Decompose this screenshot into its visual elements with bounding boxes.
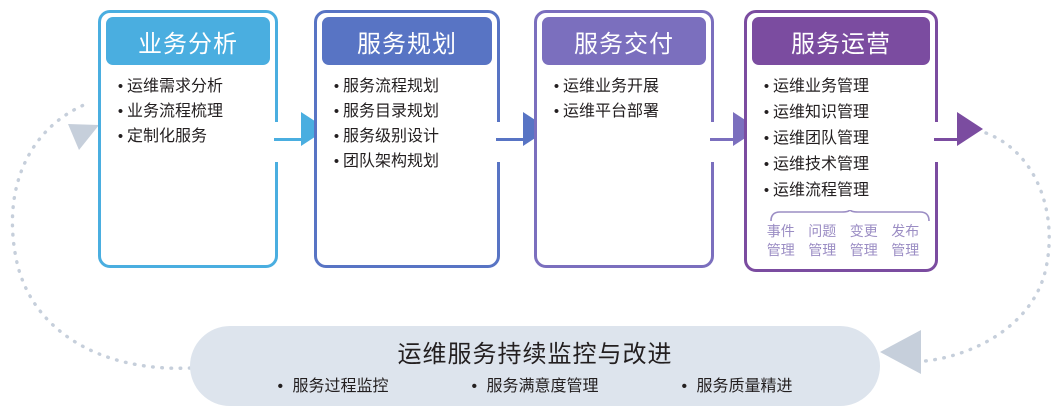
bottom-item-process-monitoring: • 服务过程监控 [277,378,389,395]
list-item: • 服务目录规划 [330,99,490,124]
bullet-icon: • [117,78,124,95]
bullet-icon: • [763,78,770,95]
list-item: • 运维需求分析 [114,74,268,99]
phase-items-service-delivery: • 运维业务开展 • 运维平台部署 [550,74,704,124]
list-item: • 定制化服务 [114,124,268,149]
list-item: • 运维技术管理 [760,152,928,178]
loop-arrow-left-bottom [880,330,921,374]
curly-brace-icon [770,210,930,222]
list-item: • 服务流程规划 [330,74,490,99]
bullet-icon: • [553,78,560,95]
phase-title-service-delivery: 服务交付 [542,17,706,65]
phase-card-service-planning[interactable]: 服务规划 • 服务流程规划 • 服务目录规划 • 服务级别设计 • 团队架构规划 [314,10,524,268]
phase-card-business-analysis[interactable]: 业务分析 • 运维需求分析 • 业务流程梳理 • 定制化服务 [98,10,302,268]
list-item: • 运维平台部署 [550,99,704,124]
bullet-icon: • [117,128,124,145]
continuous-improvement-bar[interactable]: 运维服务持续监控与改进 • 服务过程监控 • 服务满意度管理 • 服务质量精进 [190,326,880,406]
phase-title-business-analysis: 业务分析 [106,17,270,65]
sub-item-problem[interactable]: 问题管理 [808,223,837,258]
card-arrow-stub [274,138,302,141]
list-item: • 运维业务开展 [550,74,704,99]
list-item: • 运维业务管理 [760,74,928,100]
card-arrow-stub [496,138,524,141]
bullet-icon: • [117,103,124,120]
bullet-icon: • [333,153,340,170]
bottom-item-quality-improvement: • 服务质量精进 [681,378,793,395]
bullet-icon: • [277,378,284,395]
phase-title-service-planning: 服务规划 [322,17,492,65]
bullet-icon: • [553,103,560,120]
list-item: • 运维知识管理 [760,100,928,126]
list-item: • 运维流程管理 [760,178,928,204]
phase-items-business-analysis: • 运维需求分析 • 业务流程梳理 • 定制化服务 [114,74,268,149]
card-right-notch [496,122,504,162]
bullet-icon: • [763,182,770,199]
bullet-icon: • [333,103,340,120]
bottom-bar-title: 运维服务持续监控与改进 [397,341,673,368]
arrow-to-loop [957,112,983,146]
list-item: • 运维团队管理 [760,126,928,152]
bullet-icon: • [681,378,688,395]
sub-item-release[interactable]: 发布管理 [891,223,920,258]
sub-item-incident[interactable]: 事件管理 [766,223,795,258]
phase-card-service-delivery[interactable]: 服务交付 • 运维业务开展 • 运维平台部署 [534,10,738,268]
bullet-icon: • [763,130,770,147]
phase-items-service-planning: • 服务流程规划 • 服务目录规划 • 服务级别设计 • 团队架构规划 [330,74,490,174]
bullet-icon: • [333,78,340,95]
bottom-bar-items: • 服务过程监控 • 服务满意度管理 • 服务质量精进 [190,372,880,396]
list-item: • 服务级别设计 [330,124,490,149]
sub-item-change[interactable]: 变更管理 [849,223,878,258]
phase-items-service-operations: • 运维业务管理 • 运维知识管理 • 运维团队管理 • 运维技术管理 • 运维… [760,74,928,204]
card-right-notch [710,122,718,162]
card-right-notch [274,122,282,162]
list-item: • 团队架构规划 [330,149,490,174]
bullet-icon: • [471,378,478,395]
card-arrow-stub [934,138,962,141]
card-arrow-stub [710,138,738,141]
phase-title-service-operations: 服务运营 [752,17,930,65]
loop-arrow-up-left [68,124,99,150]
list-item: • 业务流程梳理 [114,99,268,124]
phase-card-service-operations[interactable]: 服务运营 • 运维业务管理 • 运维知识管理 • 运维团队管理 • 运维技术管理… [744,10,962,272]
sub-items-row: 事件管理 问题管理 变更管理 发布管理 [758,222,928,260]
card-right-notch [934,122,942,162]
bullet-icon: • [333,128,340,145]
bullet-icon: • [763,156,770,173]
bottom-item-satisfaction-management: • 服务满意度管理 [471,378,599,395]
bullet-icon: • [763,104,770,121]
